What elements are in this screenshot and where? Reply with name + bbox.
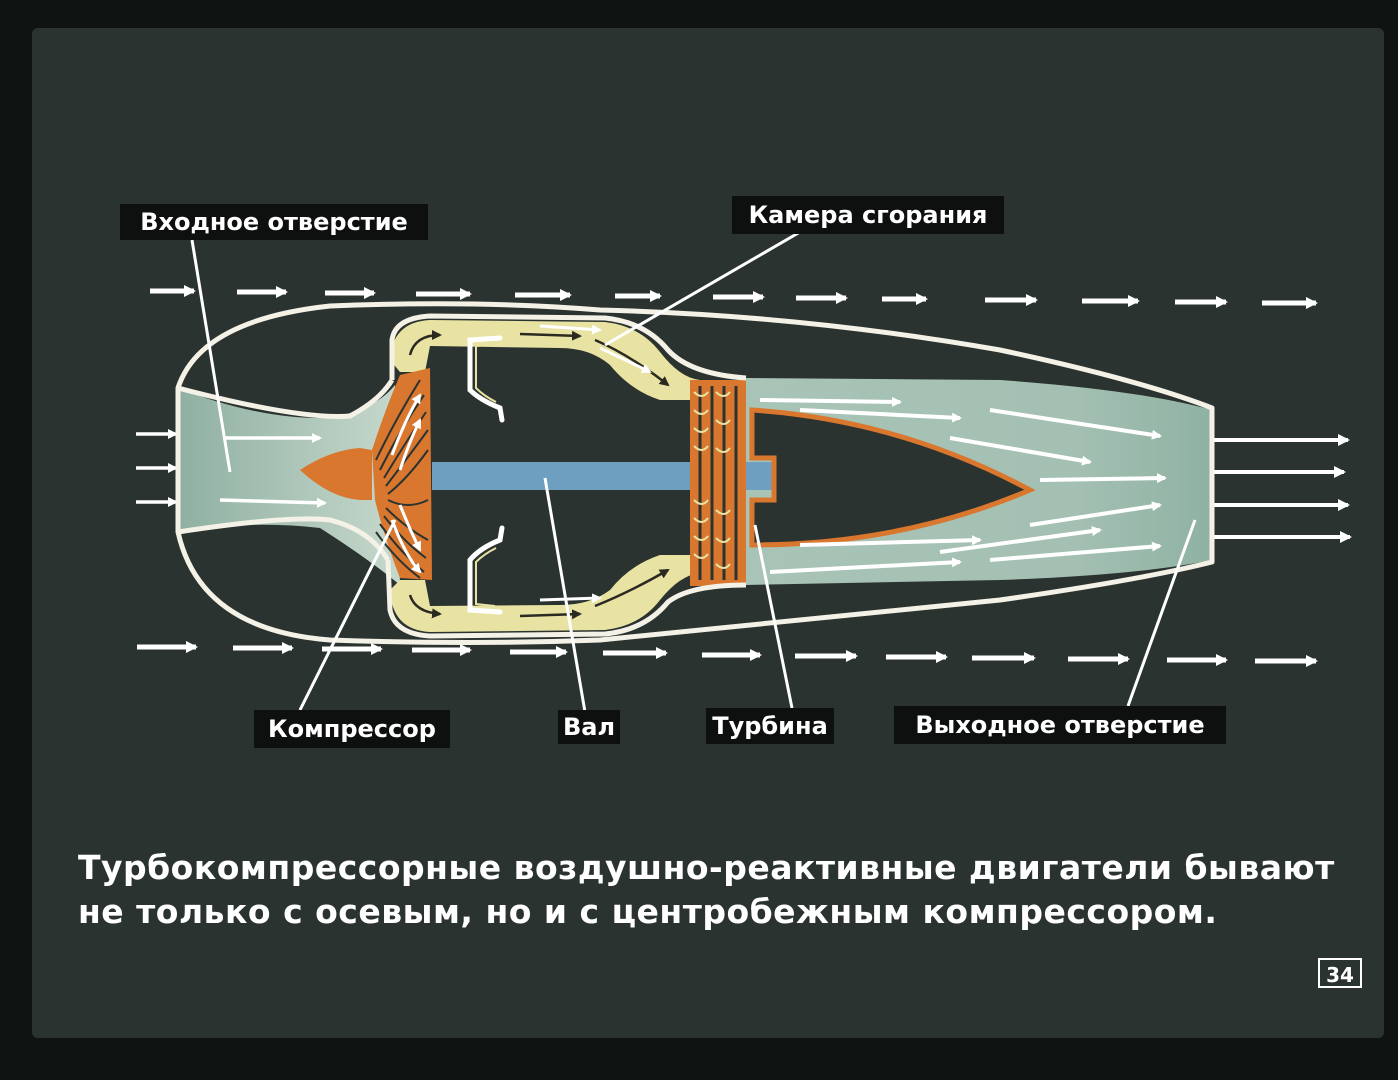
label-shaft: Вал	[563, 713, 615, 741]
label-compressor: Компрессор	[268, 715, 436, 743]
caption-line-2: не только с осевым, но и с центробежным …	[78, 892, 1218, 931]
exhaust-flow-arrows	[759, 396, 1167, 574]
flame-holders	[467, 335, 505, 615]
intake-flow	[178, 385, 400, 585]
caption-line-1: Турбокомпрессорные воздушно-реактивные д…	[78, 848, 1335, 887]
outer-airflow-top	[150, 285, 1318, 309]
caption: Турбокомпрессорные воздушно-реактивные д…	[78, 846, 1338, 934]
label-combustion-chamber: Камера сгорания	[749, 201, 988, 229]
leader-lines	[190, 230, 1197, 713]
nose-cone	[302, 457, 360, 485]
outer-airflow-bottom	[137, 641, 1318, 667]
combustion-flow-arrows	[408, 330, 670, 620]
flame-holder-inner	[475, 343, 497, 607]
label-inlet: Входное отверстие	[140, 208, 408, 236]
page-number: 34	[1318, 958, 1362, 988]
turbine-wheel	[690, 380, 746, 586]
label-outlet: Выходное отверстие	[915, 711, 1204, 739]
intake-flow-arrows	[136, 429, 327, 508]
engine-outline	[175, 301, 1215, 645]
label-plates	[120, 196, 1226, 748]
combustion-chamber-bottom	[390, 555, 700, 632]
combustion-flow-arrows-light	[539, 324, 652, 604]
tail-cone	[749, 407, 1036, 548]
outlet-flow-arrows	[1212, 434, 1352, 543]
label-turbine: Турбина	[712, 712, 828, 740]
